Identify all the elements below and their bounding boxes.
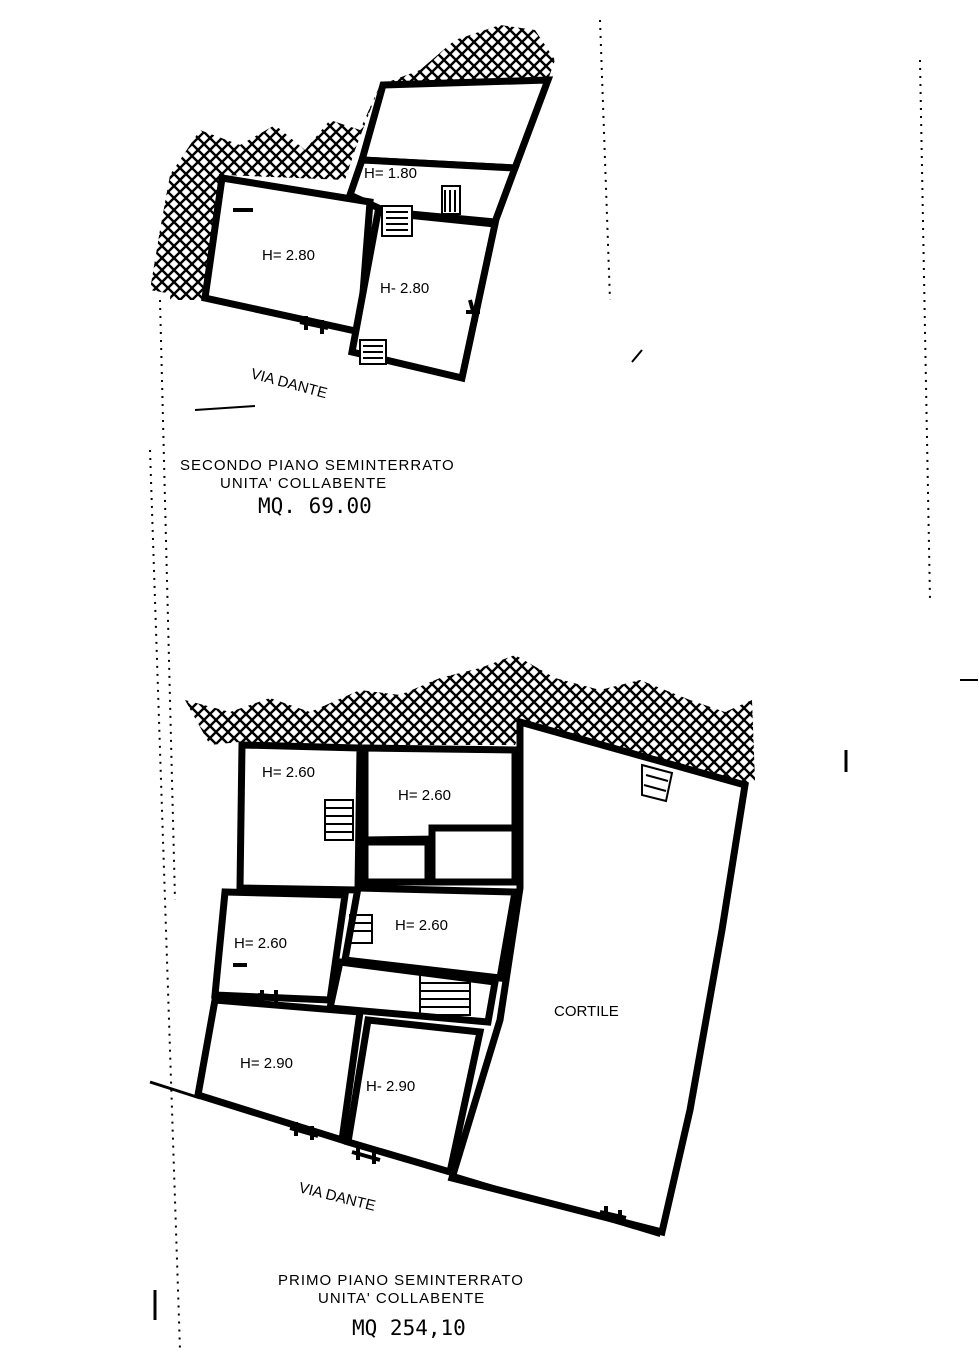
stair-bottom-1 xyxy=(324,799,354,841)
room-right-top xyxy=(347,208,500,383)
courtyard-label: CORTILE xyxy=(554,1003,619,1020)
room-label-top-2: H- 2.80 xyxy=(380,280,429,297)
window-top-2 xyxy=(466,299,480,323)
room-label-bottom-1: H= 2.60 xyxy=(398,787,451,804)
plan-bottom: H= 2.60 H= 2.60 H= 2.60 H= 2.60 H= 2.90 … xyxy=(149,655,755,1340)
stair-top-entrance xyxy=(359,339,387,365)
plan-top: H= 2.80 H- 2.80 H= 1.80 VIA DANTE SECOND… xyxy=(150,25,555,518)
room-label-bottom-5: H- 2.90 xyxy=(366,1078,415,1095)
room-label-bottom-2: H= 2.60 xyxy=(395,917,448,934)
room-label-bottom-3: H= 2.60 xyxy=(234,935,287,952)
plan-bottom-area: MQ 254,10 xyxy=(352,1316,466,1340)
plan-top-area: MQ. 69.00 xyxy=(258,494,372,518)
plan-bottom-subtitle: UNITA' COLLABENTE xyxy=(318,1290,485,1307)
window-top-1 xyxy=(299,316,329,334)
plan-top-title: SECONDO PIANO SEMINTERRATO xyxy=(180,457,455,474)
room-label-top-1: H= 2.80 xyxy=(262,247,315,264)
room-upper-store xyxy=(357,76,554,172)
scan-noise xyxy=(149,19,978,1351)
courtyard xyxy=(447,717,749,1237)
street-label-bottom: VIA DANTE xyxy=(297,1179,377,1214)
hatched-ground-bottom xyxy=(185,655,755,785)
room-label-top-0: H= 1.80 xyxy=(364,165,417,182)
stair-top-2 xyxy=(441,185,461,215)
street-label-top: VIA DANTE xyxy=(249,365,329,402)
plan-top-subtitle: UNITA' COLLABENTE xyxy=(220,475,387,492)
room-label-bottom-4: H= 2.90 xyxy=(240,1055,293,1072)
stair-bottom-2 xyxy=(419,974,471,1016)
stair-top-1 xyxy=(381,205,413,237)
plan-bottom-title: PRIMO PIANO SEMINTERRATO xyxy=(278,1272,524,1289)
room-label-bottom-0: H= 2.60 xyxy=(262,764,315,781)
stair-courtyard xyxy=(641,763,674,803)
